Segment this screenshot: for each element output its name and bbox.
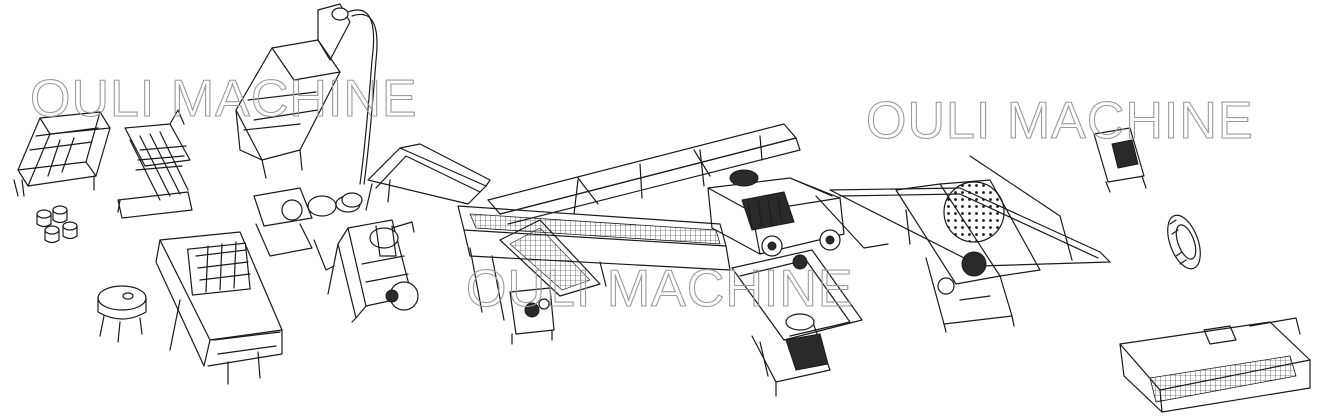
drum-shredder <box>895 179 1041 333</box>
mould-rack <box>117 109 193 219</box>
watermark-1: OULI MACHINE <box>30 70 418 128</box>
long-upper-conveyor <box>487 123 801 225</box>
watermark-3: OULI MACHINE <box>466 260 854 318</box>
forming-machine <box>155 231 283 385</box>
silo-hopper <box>235 3 378 185</box>
small-cutter <box>1093 127 1147 193</box>
inclined-conveyor-1 <box>341 143 491 211</box>
watermark-group: OULI MACHINE OULI MACHINE OULI MACHINE <box>29 69 1254 318</box>
dryer-conveyor <box>457 205 731 321</box>
drive-unit-lower <box>509 287 555 345</box>
small-cylinders <box>36 205 78 244</box>
left-table-frame <box>13 111 111 197</box>
pump-tank <box>253 187 361 271</box>
tire <box>1167 214 1201 270</box>
watermark-2: OULI MACHINE <box>866 92 1254 150</box>
mixer-pulper <box>327 219 419 323</box>
lower-conveyor <box>731 249 863 397</box>
bottom-right-container <box>1119 317 1311 413</box>
round-table <box>97 285 147 343</box>
central-roller-machine <box>707 169 889 257</box>
